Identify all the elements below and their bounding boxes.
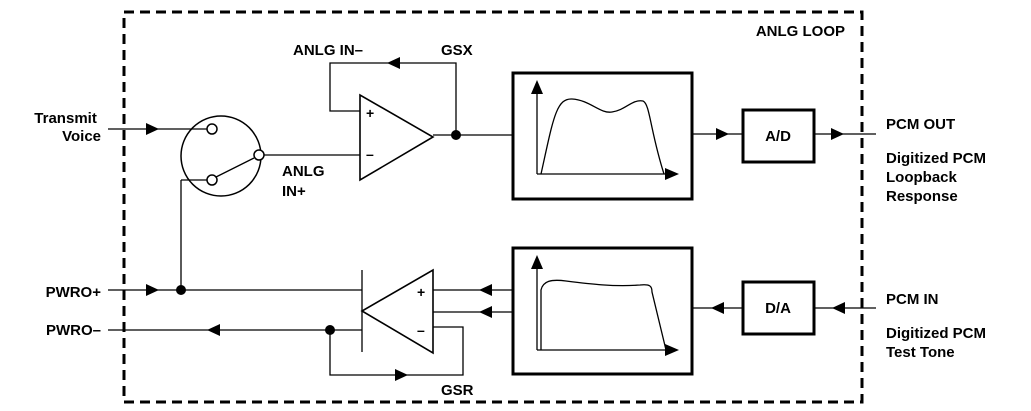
pcm-in-arrow [832, 302, 845, 314]
rx-minus-arrow [479, 306, 492, 318]
pcm-out-arrow [831, 128, 844, 140]
gsx-junction [451, 130, 461, 140]
pwro-minus-arrow [207, 324, 220, 336]
anlg-loop-title: ANLG LOOP [756, 23, 845, 40]
dac-to-filter-arrow [711, 302, 724, 314]
pcm-in-label: PCM IN [886, 291, 939, 308]
receive-amplifier [360, 268, 434, 355]
pcm-out-label: PCM OUT [886, 116, 955, 133]
gsr-feedback-arrow [395, 369, 408, 381]
transmit-voice-label: Transmit Voice [34, 110, 101, 145]
anlg-loop-boundary [122, 10, 864, 404]
anlg-in-minus-label: ANLG IN– [293, 42, 363, 59]
tx-amp-plus-sign: + [366, 105, 374, 121]
pwro-minus-label: PWRO– [46, 322, 101, 339]
tx-amp-minus-sign: – [366, 146, 374, 162]
receive-filter [511, 246, 694, 376]
dac-label: D/A [765, 300, 791, 317]
transmit-amplifier [359, 93, 435, 182]
anlg-in-plus-label: ANLG IN+ [282, 163, 329, 200]
rx-amp-plus-sign: + [417, 284, 425, 300]
adc-block [741, 108, 816, 164]
gsx-feedback-wire [329, 62, 457, 135]
rx-plus-arrow [479, 284, 492, 296]
pcm-out-description: Digitized PCM Loopback Response [886, 150, 990, 205]
gsr-label: GSR [441, 382, 474, 399]
filter-to-adc-arrow [716, 128, 729, 140]
gsr-feedback-wire [329, 326, 464, 376]
pwro-plus-arrow [146, 284, 159, 296]
adc-label: A/D [765, 128, 791, 145]
transmit-voice-arrow [146, 123, 159, 135]
gsx-feedback-arrow [387, 57, 400, 69]
pcm-in-description: Digitized PCM Test Tone [886, 325, 990, 361]
gsx-label: GSX [441, 42, 473, 59]
pwro-plus-label: PWRO+ [46, 284, 102, 301]
rx-amp-minus-sign: – [417, 322, 425, 338]
analog-loop-switch [180, 115, 265, 197]
transmit-filter [511, 71, 694, 201]
